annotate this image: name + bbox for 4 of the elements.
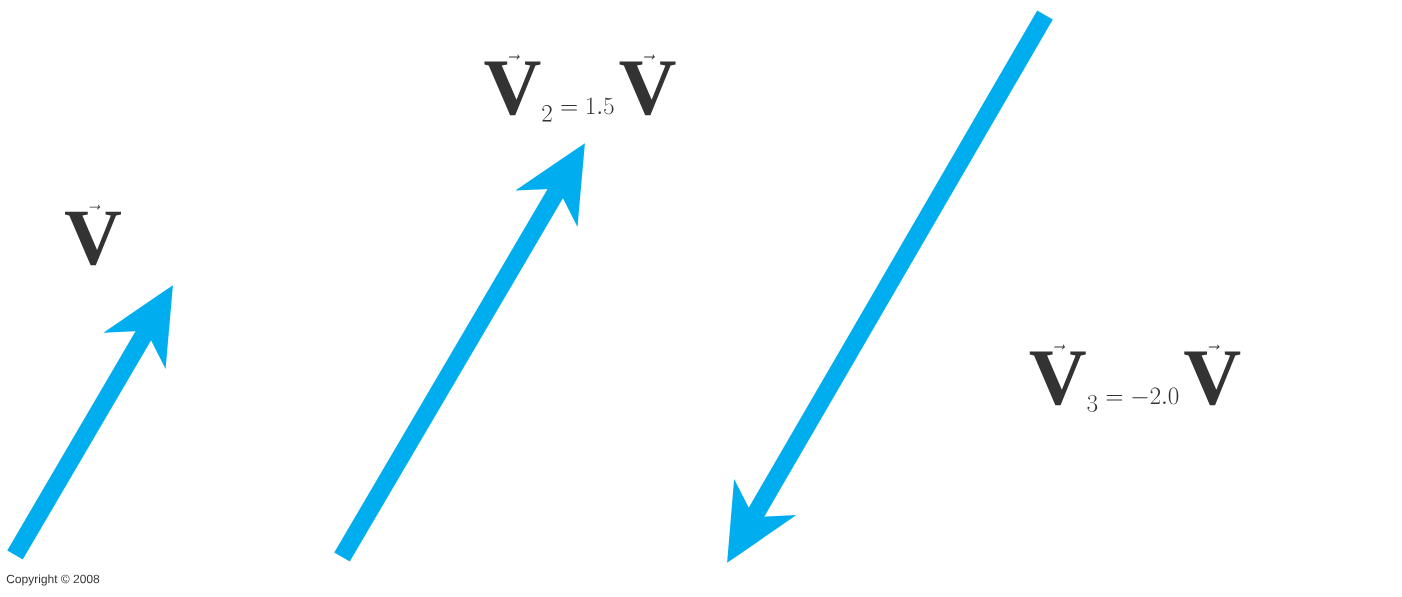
vector-label: $\vec{\mathbf{V}}_3 = -2.0\,\vec{\mathbf{V}}$ bbox=[1029, 344, 1241, 412]
vector-label: $\vec{\mathbf{V}}$ bbox=[65, 204, 121, 266]
copyright-note: Copyright © 2008 bbox=[6, 574, 100, 586]
vector-label: $\vec{\mathbf{V}}_2 = 1.5\,\vec{\mathbf{V}}$ bbox=[484, 54, 676, 122]
